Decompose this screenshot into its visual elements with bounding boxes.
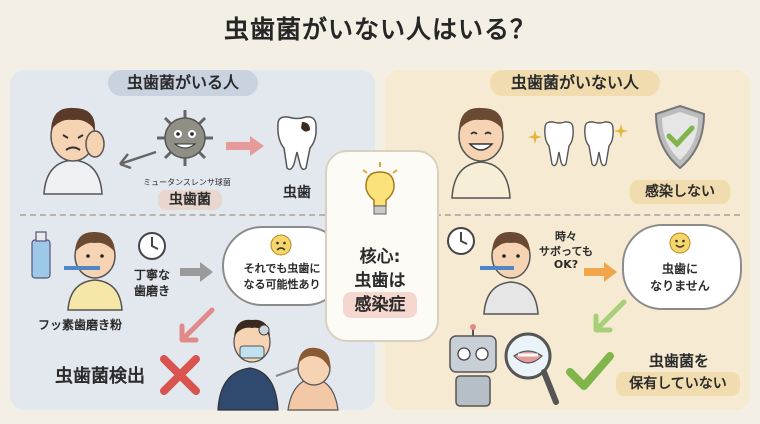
arrow-to-tooth-icon (226, 136, 264, 156)
healthy-teeth-icon (544, 121, 614, 167)
core-line-2: 虫歯は (354, 271, 406, 291)
arrow-to-answer-icon (584, 262, 617, 282)
answer-text-1: 虫歯に (661, 262, 698, 276)
cavity-label: 虫歯 (283, 185, 311, 201)
toothpaste-icon (31, 231, 51, 279)
arrow-to-thought-icon (180, 262, 213, 282)
decayed-tooth-icon (277, 116, 317, 171)
clock-right-icon (447, 227, 475, 255)
right-header: 虫歯菌がいない人 (490, 70, 660, 96)
result-1: 虫歯菌を (648, 352, 709, 370)
question-2: サボっても (539, 245, 593, 258)
lightbulb-icon (362, 162, 398, 215)
shield-check-icon (654, 104, 706, 170)
worried-person-icon (43, 107, 105, 195)
arrow-to-person-icon (119, 150, 157, 170)
care-label-2: 歯磨き (133, 284, 170, 298)
sparkle-left-icon (528, 130, 542, 144)
no-infection-label: 感染しない (630, 180, 730, 204)
green-arrow-down-icon (593, 299, 627, 333)
question-3: OK? (553, 258, 579, 271)
brushing-person-icon (64, 231, 123, 311)
green-check-icon (566, 352, 614, 390)
thought-text-2: なる可能性あり (243, 278, 321, 291)
arrow-down-left-icon (179, 307, 215, 343)
toothpaste-label: フッ素歯磨き粉 (37, 318, 122, 332)
left-header: 虫歯菌がいる人 (108, 70, 258, 96)
result-2: 保有していない (616, 372, 740, 396)
page-title: 虫歯菌がいない人はいる？ (223, 15, 536, 44)
sad-face-icon (270, 234, 292, 256)
thought-text-1: それでも虫歯に (243, 262, 321, 275)
red-cross-icon (160, 355, 200, 395)
sparkle-right-icon (614, 124, 628, 138)
happy-person-icon (451, 107, 511, 199)
brushing-person-right-icon (480, 231, 539, 315)
clock-icon (138, 232, 166, 260)
core-line-1: 核心: (359, 247, 401, 267)
robot-magnifier-icon (449, 324, 559, 407)
smile-face-icon (669, 232, 691, 254)
bacteria-small-label: ミュータンスレンサ球菌 (143, 178, 231, 187)
bacteria-icon (157, 110, 213, 166)
left-divider (20, 214, 365, 216)
bacteria-label: 虫歯菌 (158, 190, 222, 210)
care-label-1: 丁寧な (133, 268, 170, 282)
right-divider (395, 214, 740, 216)
answer-text-2: なりません (650, 279, 710, 293)
dentist-scene-icon (217, 319, 339, 411)
detected-label: 虫歯菌検出 (55, 366, 145, 387)
core-line-3: 感染症 (343, 292, 417, 318)
question-1: 時々 (555, 230, 577, 243)
